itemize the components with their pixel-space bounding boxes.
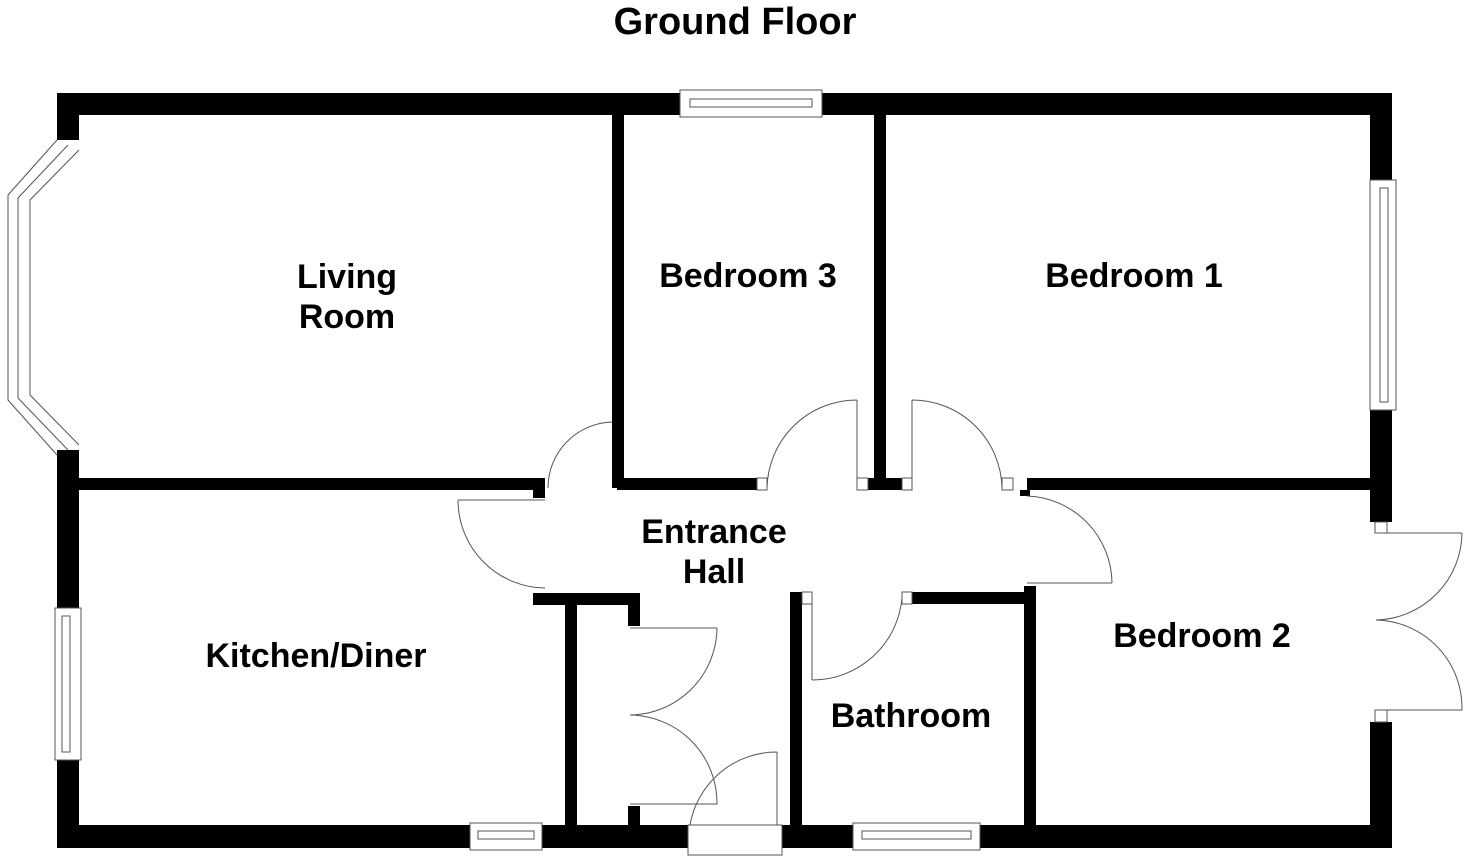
room-label-line: Room (298, 298, 396, 336)
room-living-room: Living Room (297, 257, 397, 337)
floor-title: Ground Floor (613, 1, 857, 43)
room-bathroom: Bathroom (830, 697, 992, 735)
walls (57, 93, 1392, 848)
room-label-line: Living (296, 258, 398, 296)
room-entrance-hall: Entrance Hall (641, 512, 787, 592)
room-bedroom-2: Bedroom 2 (1113, 617, 1291, 655)
room-label-line: Hall (682, 553, 746, 591)
room-label-line: Entrance (641, 513, 787, 551)
room-kitchen-diner: Kitchen/Diner (205, 637, 427, 675)
doors (457, 399, 1463, 856)
room-bedroom-3: Bedroom 3 (659, 257, 837, 295)
windows (7, 89, 1397, 851)
room-bedroom-1: Bedroom 1 (1045, 257, 1223, 295)
